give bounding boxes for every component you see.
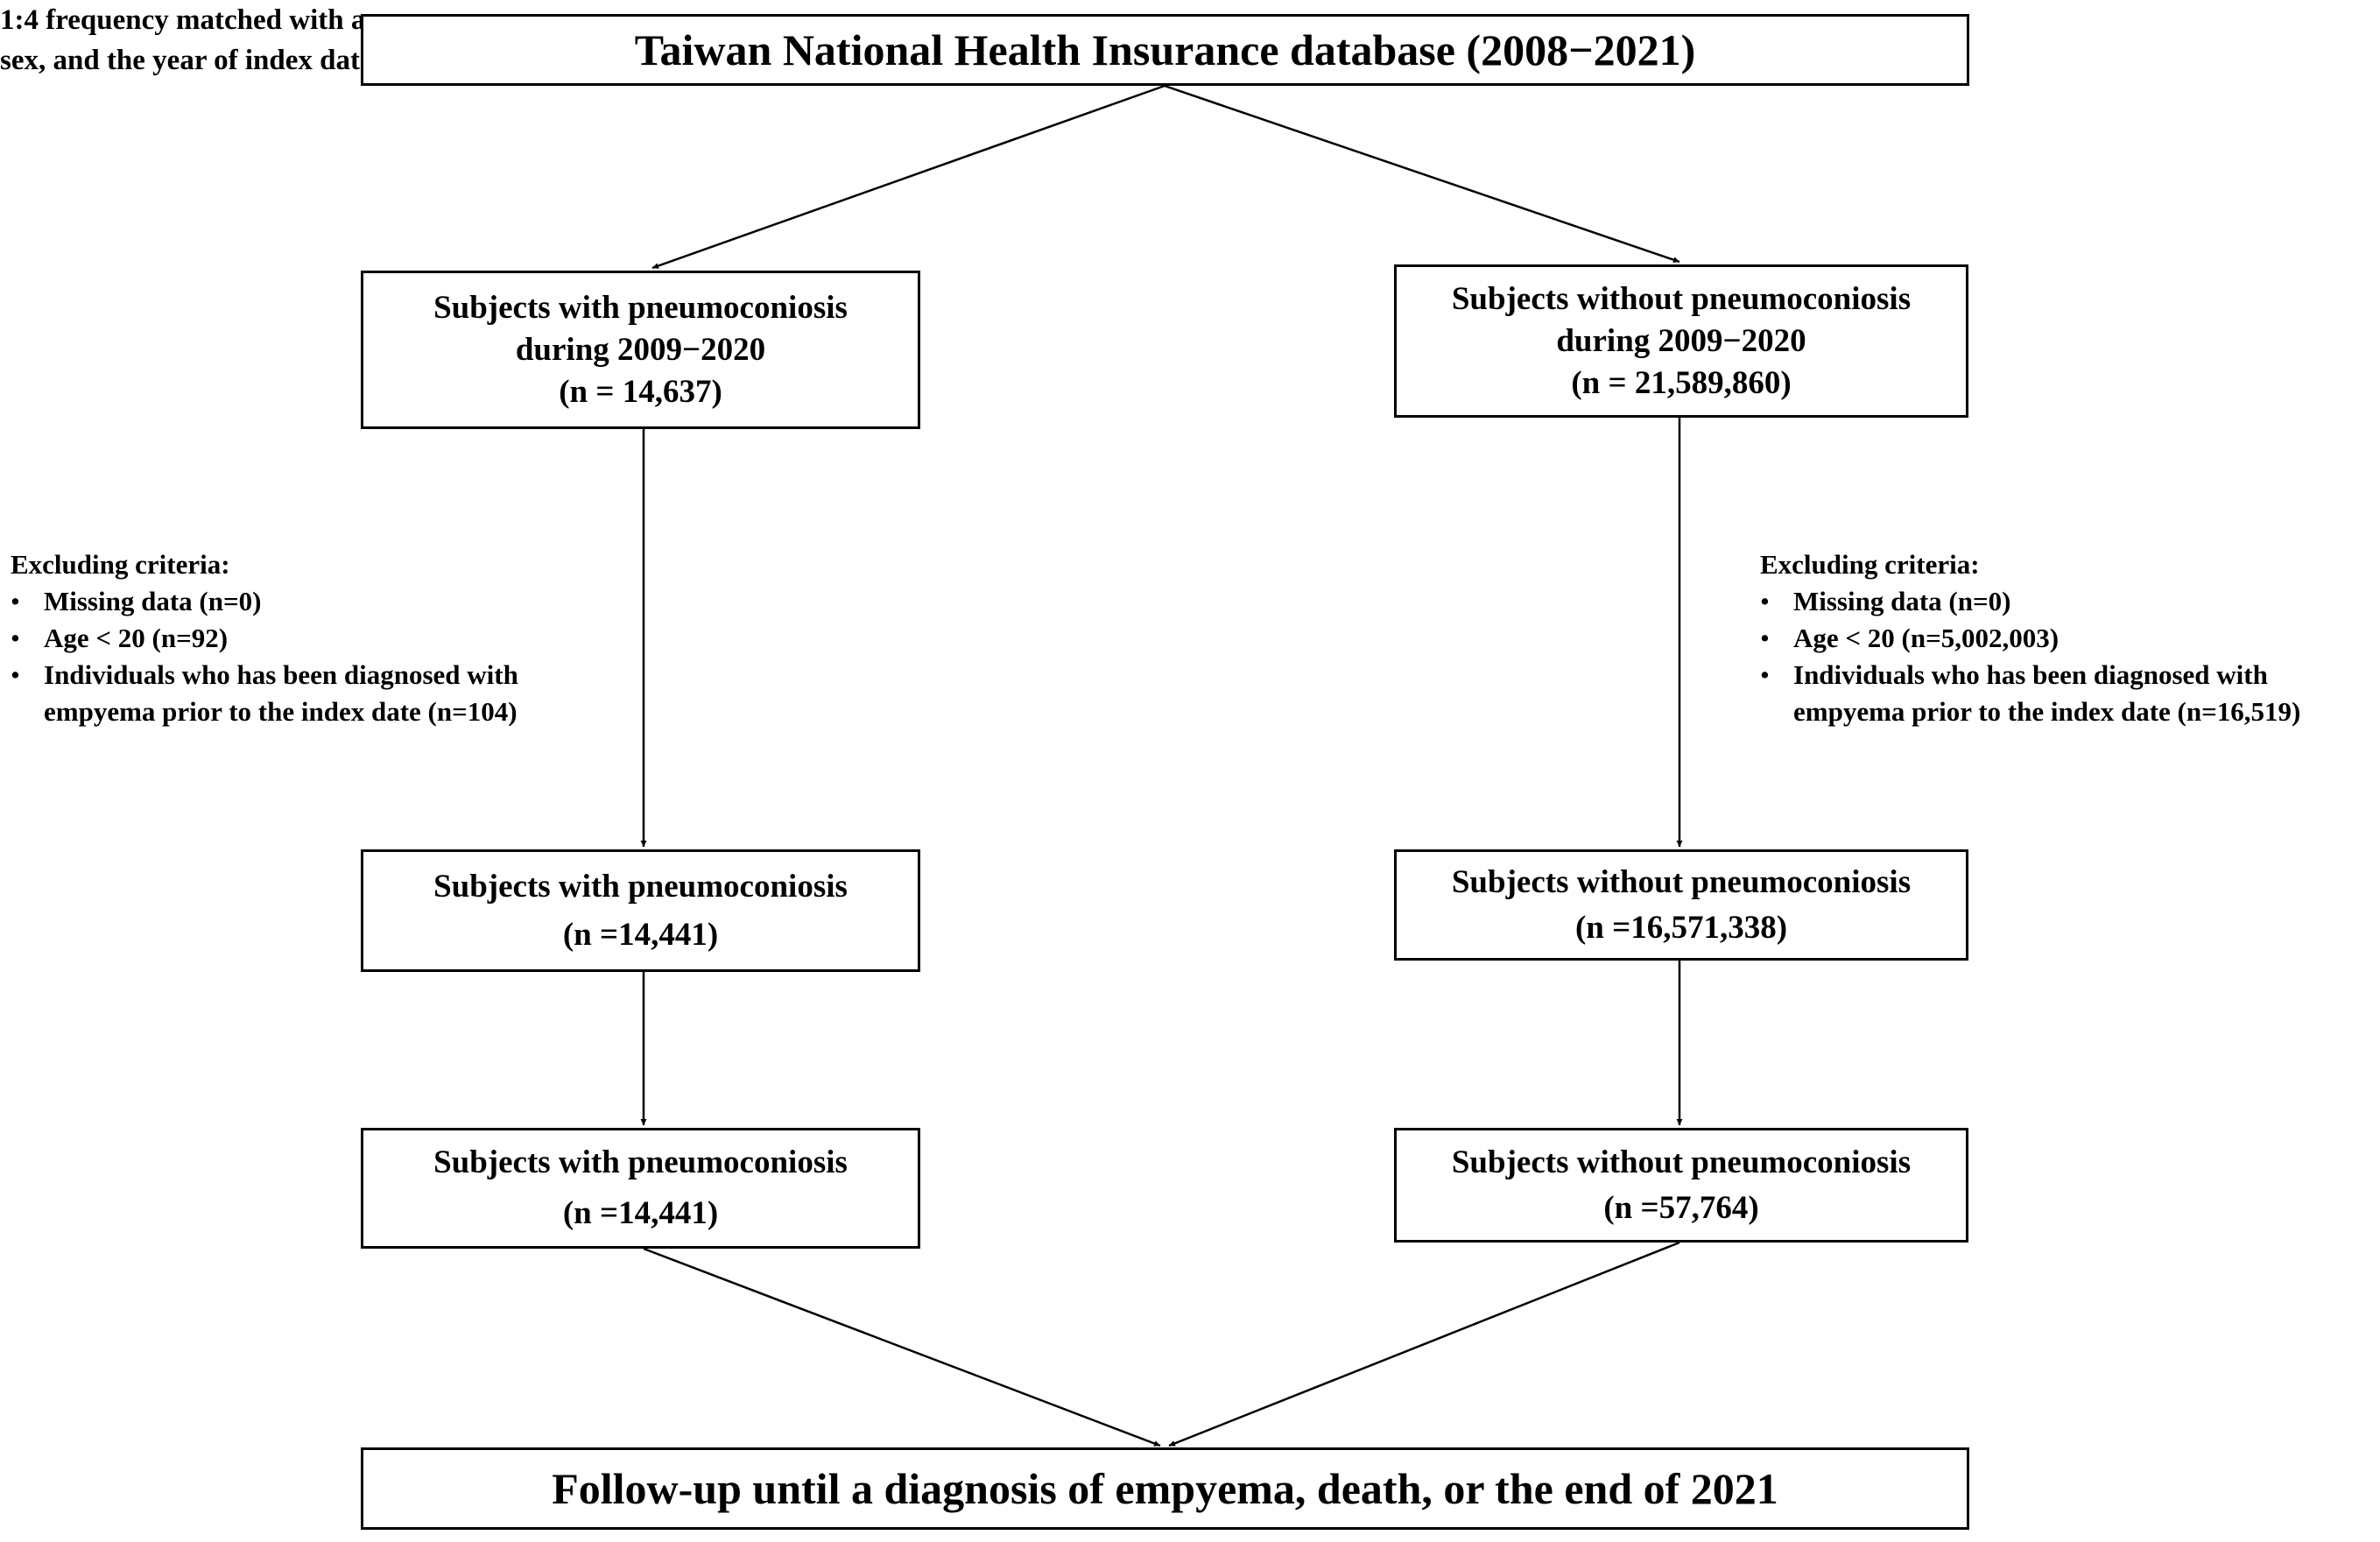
exposed-eligible-box: Subjects with pneumoconiosis (n =14,441) xyxy=(361,849,920,972)
exposed-eligible-count: (n =14,441) xyxy=(562,917,719,953)
exclusion-item-text: Age < 20 (n=92) xyxy=(44,623,229,653)
bullet-icon: • xyxy=(11,623,20,653)
arrow-source-to-unexposed xyxy=(1164,84,1680,264)
matching-note-line: 1:4 frequency matched with age, xyxy=(0,4,400,36)
arrow-exposed-matched-to-followup xyxy=(643,1247,1161,1447)
source-database-box: Taiwan National Health Insurance databas… xyxy=(361,14,1969,86)
bullet-icon: • xyxy=(1760,659,1770,690)
exposed-initial-period: during 2009−2020 xyxy=(515,331,766,368)
matching-note-line: sex, and the year of index date xyxy=(0,45,373,76)
exclusion-item-text: Missing data (n=0) xyxy=(44,586,262,616)
exclusion-list: • Missing data (n=0) • Age < 20 (n=92) •… xyxy=(11,583,518,730)
arrow-unexposed-matched-to-followup xyxy=(1168,1241,1680,1447)
matching-note: 1:4 frequency matched with age, sex, and… xyxy=(0,0,2380,81)
exposed-matched-box: Subjects with pneumoconiosis (n =14,441) xyxy=(361,1128,920,1249)
source-database-title: Taiwan National Health Insurance databas… xyxy=(634,25,1696,74)
unexposed-initial-box: Subjects without pneumoconiosis during 2… xyxy=(1394,264,1968,418)
exclusion-list: • Missing data (n=0) • Age < 20 (n=5,002… xyxy=(1760,583,2300,730)
arrow-source-to-exposed xyxy=(651,84,1165,270)
followup-text: Follow-up until a diagnosis of empyema, … xyxy=(552,1464,1778,1513)
exclusion-heading: Excluding criteria: xyxy=(11,549,230,580)
unexposed-matched-count: (n =57,764) xyxy=(1603,1189,1759,1226)
unexposed-initial-label: Subjects without pneumoconiosis xyxy=(1451,280,1912,317)
unexposed-matched-box: Subjects without pneumoconiosis (n =57,7… xyxy=(1394,1128,1968,1243)
followup-box: Follow-up until a diagnosis of empyema, … xyxy=(361,1447,1969,1530)
unexposed-matched-label: Subjects without pneumoconiosis xyxy=(1451,1144,1912,1180)
exclusion-item: • Missing data (n=0) xyxy=(1760,583,2300,620)
exposed-eligible-label: Subjects with pneumoconiosis xyxy=(433,869,848,905)
unexposed-initial-count: (n = 21,589,860) xyxy=(1571,364,1792,401)
exposed-matched-count: (n =14,441) xyxy=(562,1195,719,1231)
unexposed-initial-period: during 2009−2020 xyxy=(1556,322,1806,359)
bullet-icon: • xyxy=(11,659,20,690)
exclusion-criteria-exposed: Excluding criteria: • Missing data (n=0)… xyxy=(11,546,518,730)
exposed-initial-count: (n = 14,637) xyxy=(559,373,722,410)
exposed-initial-label: Subjects with pneumoconiosis xyxy=(433,289,848,326)
bullet-icon: • xyxy=(1760,586,1770,616)
exclusion-item-continuation: empyema prior to the index date (n=104) xyxy=(44,696,518,727)
bullet-icon: • xyxy=(1760,623,1770,653)
exclusion-item-text: Individuals who has been diagnosed with xyxy=(44,659,518,690)
exclusion-item: • Age < 20 (n=92) xyxy=(11,620,518,657)
bullet-icon: • xyxy=(11,586,20,616)
exclusion-item-text: Missing data (n=0) xyxy=(1793,586,2011,616)
exclusion-item-continuation: empyema prior to the index date (n=16,51… xyxy=(1793,696,2301,727)
exclusion-criteria-unexposed: Excluding criteria: • Missing data (n=0)… xyxy=(1760,546,2300,730)
unexposed-eligible-box: Subjects without pneumoconiosis (n =16,5… xyxy=(1394,849,1968,961)
unexposed-eligible-count: (n =16,571,338) xyxy=(1574,909,1788,946)
exclusion-item: • Missing data (n=0) xyxy=(11,583,518,620)
exclusion-heading: Excluding criteria: xyxy=(1760,549,1980,580)
exposed-matched-label: Subjects with pneumoconiosis xyxy=(433,1144,848,1180)
unexposed-eligible-label: Subjects without pneumoconiosis xyxy=(1451,863,1912,900)
exclusion-item: • Individuals who has been diagnosed wit… xyxy=(1760,657,2300,730)
exclusion-item: • Individuals who has been diagnosed wit… xyxy=(11,657,518,730)
exposed-initial-box: Subjects with pneumoconiosis during 2009… xyxy=(361,271,920,429)
exclusion-item-text: Individuals who has been diagnosed with xyxy=(1793,659,2268,690)
exclusion-item-text: Age < 20 (n=5,002,003) xyxy=(1793,623,2060,653)
exclusion-item: • Age < 20 (n=5,002,003) xyxy=(1760,620,2300,657)
